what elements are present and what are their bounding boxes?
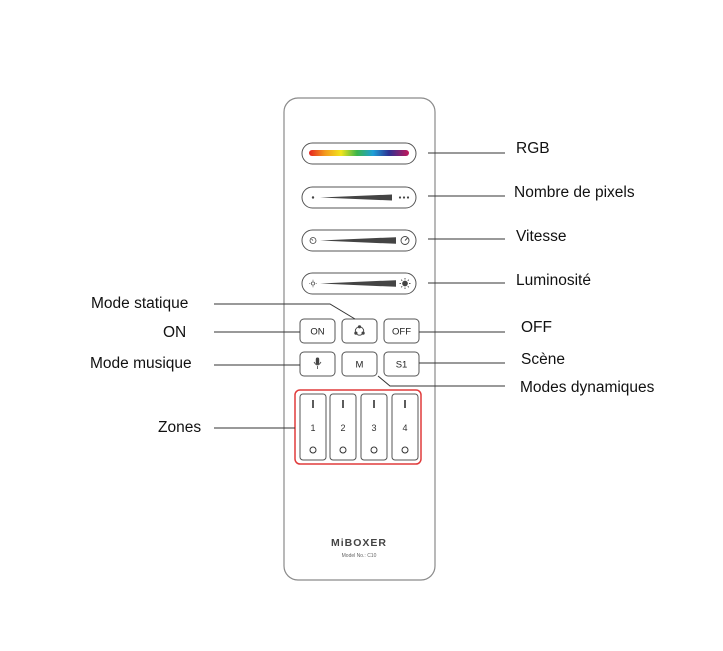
zone-button-1[interactable]: 1 — [299, 393, 327, 461]
label-speed: Vitesse — [516, 228, 567, 245]
label-dynamic-modes: Modes dynamiques — [520, 379, 655, 396]
svg-text:3: 3 — [371, 423, 376, 433]
brand-logo: MiBOXER — [331, 537, 387, 549]
leader-dynamic-modes — [377, 375, 505, 387]
circle-icon — [401, 446, 409, 454]
rainbow-bar — [309, 150, 409, 156]
label-static-mode: Mode statique — [91, 295, 188, 312]
mode-button[interactable]: M — [341, 351, 378, 377]
svg-text:OFF: OFF — [392, 327, 411, 338]
zone-button-3[interactable]: 3 — [360, 393, 388, 461]
svg-text:1: 1 — [310, 423, 315, 433]
svg-text:M: M — [356, 360, 364, 371]
on-button[interactable]: ON — [299, 318, 336, 344]
leader-lines — [214, 152, 505, 429]
slow-speed-icon — [309, 237, 317, 244]
static-mode-button[interactable] — [341, 318, 378, 344]
circle-icon — [309, 446, 317, 454]
scene-button[interactable]: S1 — [383, 351, 420, 377]
three-dots-cycle-icon — [354, 325, 365, 336]
rgb-slider[interactable] — [301, 142, 417, 165]
svg-text:4: 4 — [402, 423, 407, 433]
sun-bright-icon — [399, 278, 411, 289]
speed-slider[interactable] — [301, 229, 417, 252]
label-brightness: Luminosité — [516, 272, 591, 289]
brightness-wedge — [320, 280, 396, 287]
leader-static-mode — [214, 303, 356, 320]
off-button[interactable]: OFF — [383, 318, 420, 344]
fast-speed-icon — [400, 236, 410, 245]
label-zones: Zones — [158, 419, 201, 436]
circle-icon — [370, 446, 378, 454]
sun-dim-icon — [309, 279, 317, 288]
circle-icon — [339, 446, 347, 454]
label-on: ON — [163, 324, 186, 341]
label-music-mode: Mode musique — [90, 355, 192, 372]
pixels-slider[interactable] — [301, 186, 417, 209]
zones-highlight — [294, 389, 422, 465]
music-mode-button[interactable] — [299, 351, 336, 377]
speed-wedge — [320, 237, 396, 244]
zone-button-2[interactable]: 2 — [329, 393, 357, 461]
label-rgb: RGB — [516, 140, 550, 157]
model-number: Model No.: C10 — [342, 553, 377, 559]
label-pixels: Nombre de pixels — [514, 184, 635, 201]
pixels-wedge — [320, 194, 392, 201]
svg-text:ON: ON — [310, 327, 324, 338]
label-scene: Scène — [521, 351, 565, 368]
zone-button-4[interactable]: 4 — [391, 393, 419, 461]
svg-text:2: 2 — [340, 423, 345, 433]
brightness-slider[interactable] — [301, 272, 417, 295]
microphone-icon — [313, 357, 322, 369]
single-dot-icon — [311, 196, 315, 199]
svg-text:S1: S1 — [396, 360, 408, 371]
label-off: OFF — [521, 319, 552, 336]
three-dots-icon — [398, 196, 410, 199]
